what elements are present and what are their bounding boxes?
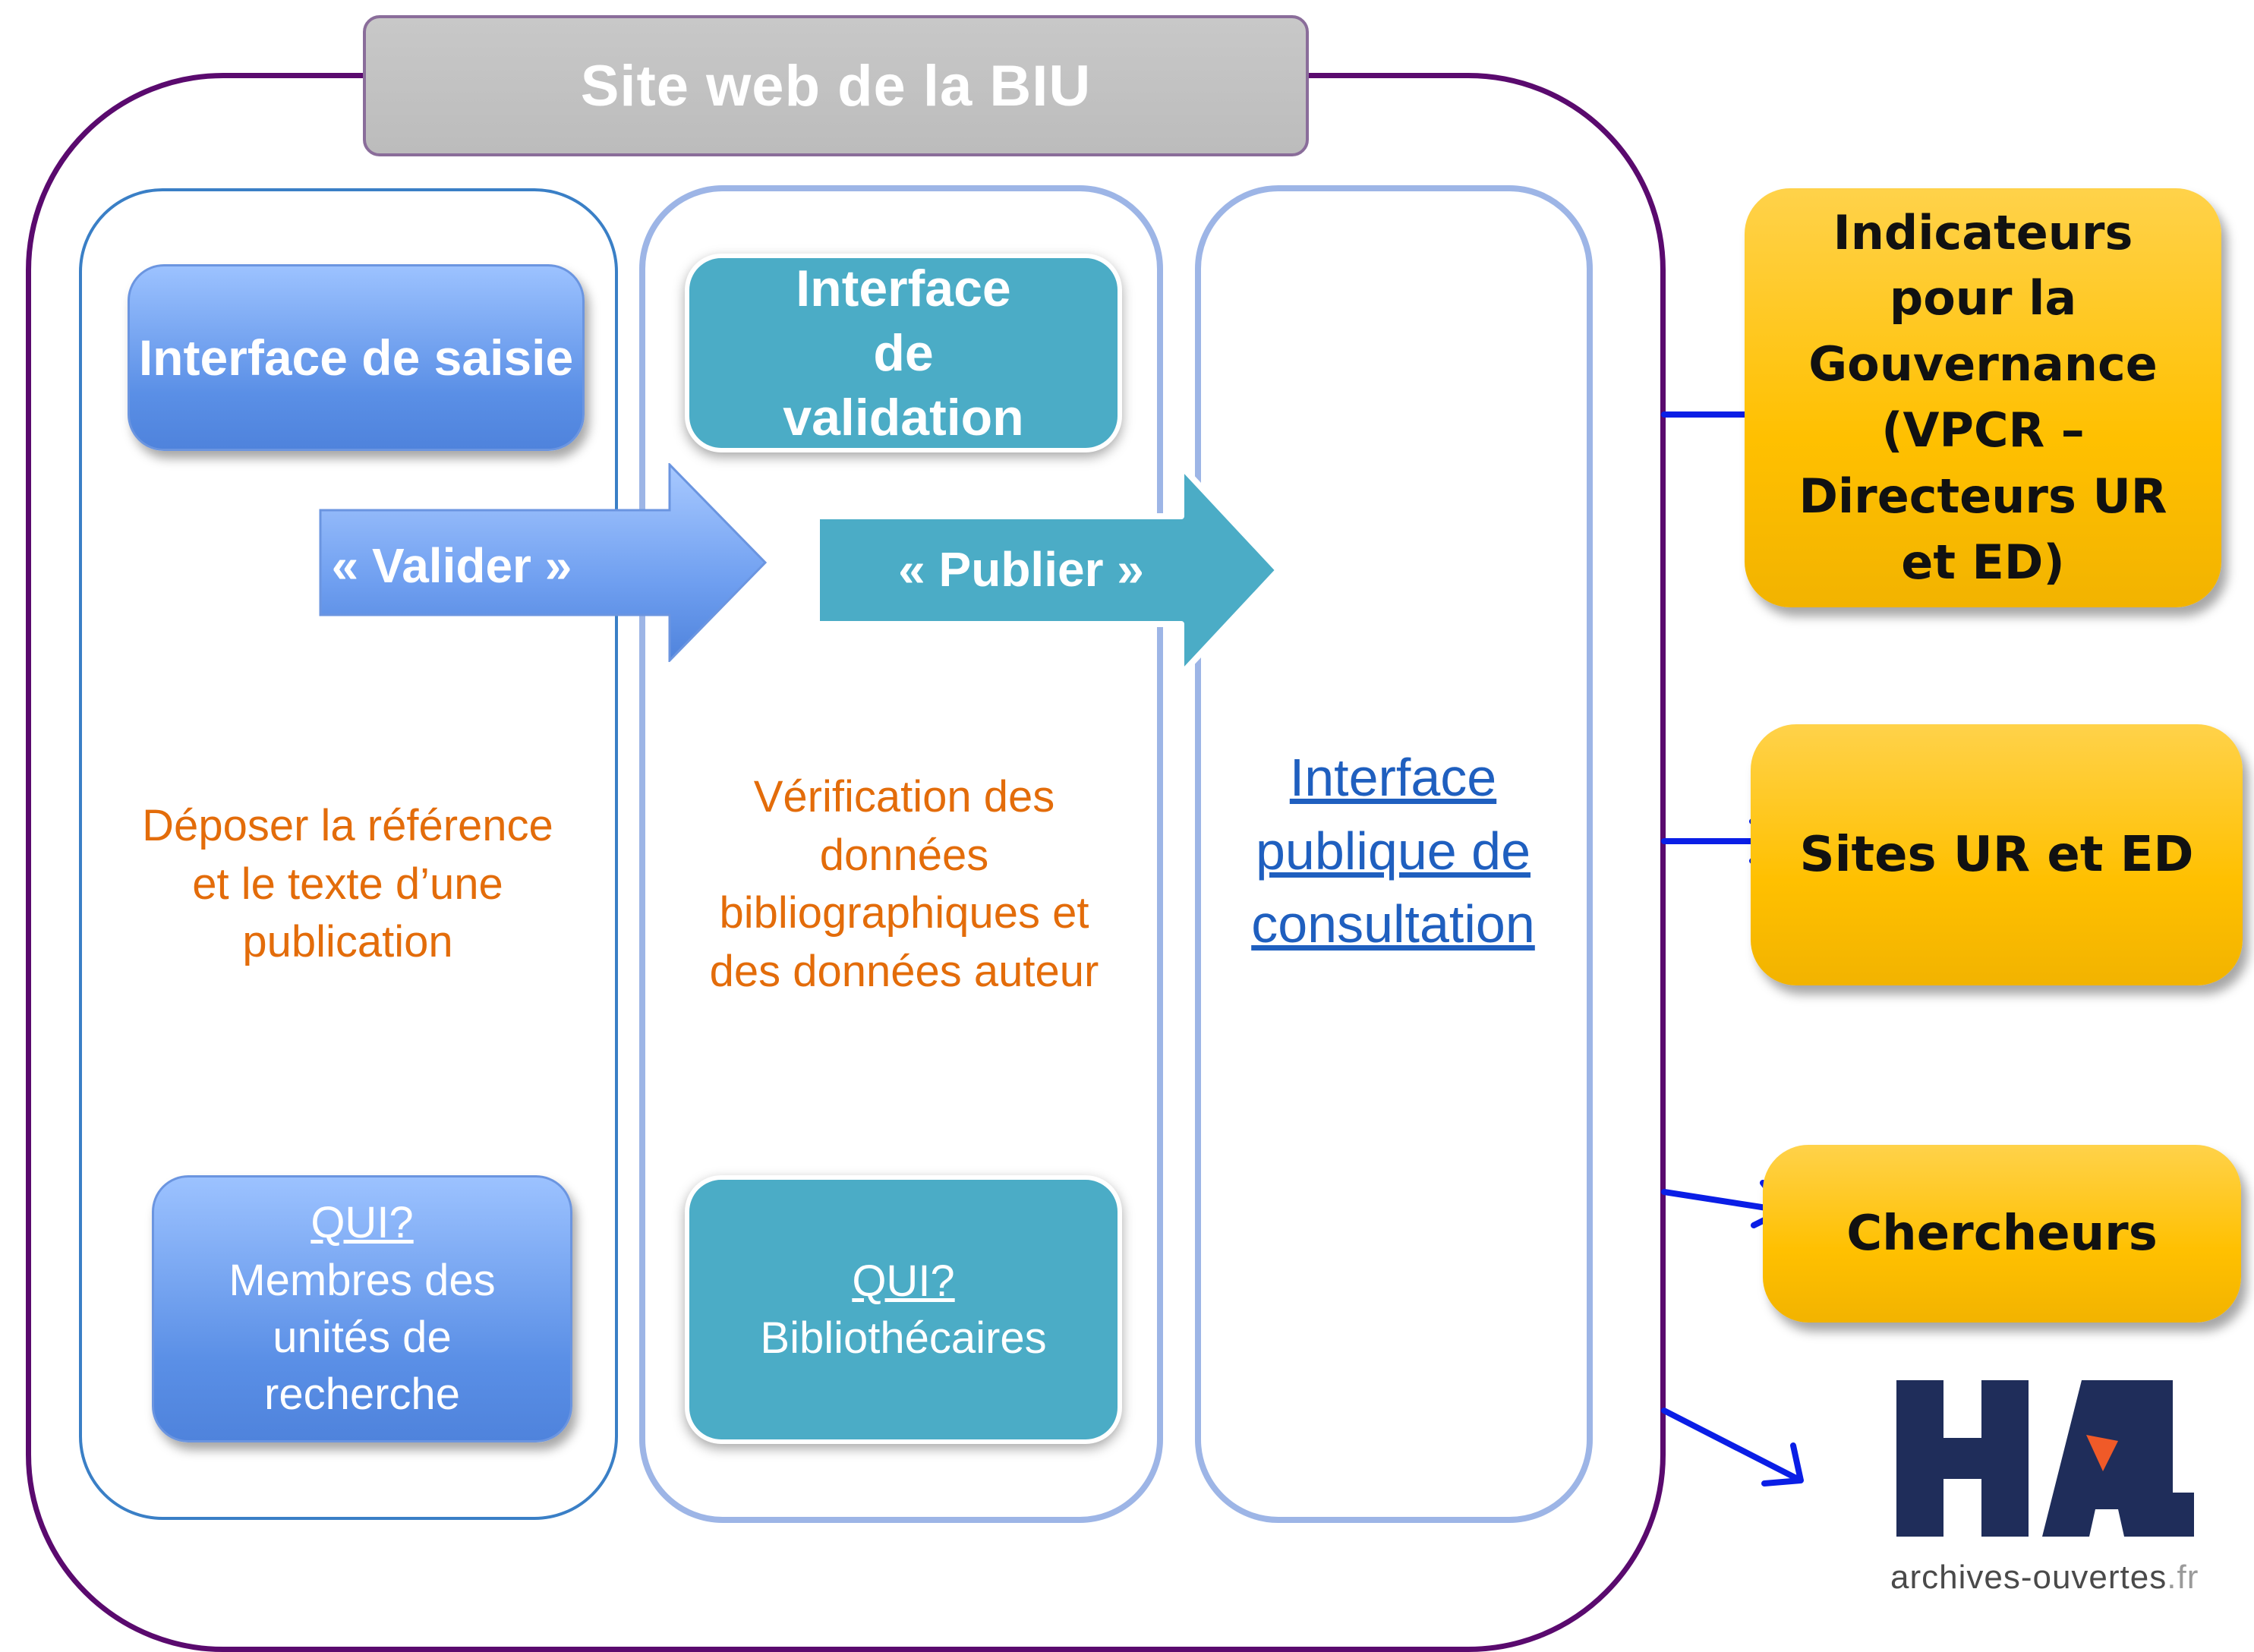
saisie-qui-label: QUI? [311,1198,414,1248]
interface-validation-label: Interface de validation [783,259,1024,446]
valider-label: « Valider » [331,538,572,593]
column-validation [639,185,1163,1523]
site-title: Site web de la BIU [363,15,1309,156]
validation-qui-text: Bibliothécaires [760,1313,1047,1363]
publier-label: « Publier » [898,542,1144,597]
connector-hal [1661,1408,1804,1486]
hal-logo-mark [1896,1380,2194,1537]
column-saisie [79,188,618,1520]
interface-validation-box: Interface de validation [685,254,1122,452]
hal-logo: archives-ouvertes.fr [1890,1359,2209,1609]
validation-qui-label: QUI? [852,1256,955,1306]
hal-tagline: archives-ouvertes.fr [1890,1559,2209,1597]
hal-tagline-text: archives-ouvertes [1890,1559,2167,1596]
interface-publique-link[interactable]: Interface publique de consultation [1251,748,1535,954]
valider-arrow [319,463,767,662]
hal-tld: .fr [2167,1559,2199,1596]
output-gouvernance: Indicateurs pour la Gouvernance (VPCR – … [1745,188,2221,607]
saisie-qui-text: Membres des unités de recherche [229,1255,496,1420]
output-chercheurs: Chercheurs [1763,1145,2241,1323]
saisie-qui-box: QUI? Membres des unités de recherche [152,1175,572,1442]
interface-saisie-box: Interface de saisie [128,264,585,451]
validation-description: Vérification des données bibliographique… [709,772,1099,996]
publier-arrow [814,463,1281,677]
output-sites-ur-ed: Sites UR et ED [1751,724,2243,985]
column-publique [1195,185,1593,1523]
saisie-description: Déposer la référence et le texte d’une p… [142,801,553,967]
interface-saisie-label: Interface de saisie [138,329,574,386]
validation-qui-box: QUI? Bibliothécaires [685,1175,1122,1444]
